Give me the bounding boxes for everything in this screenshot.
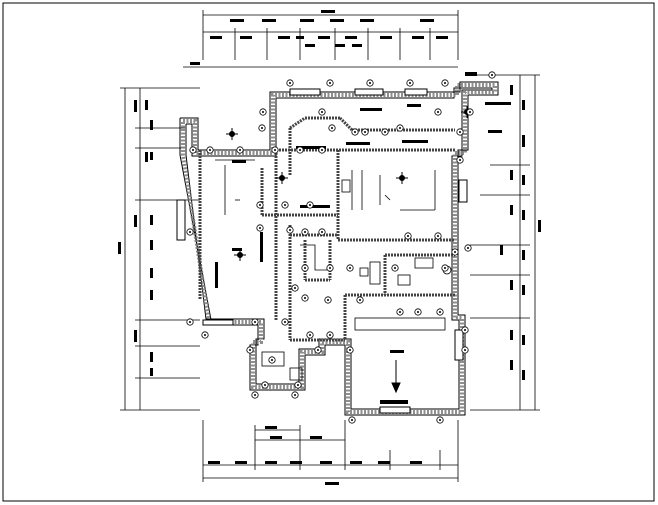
axis-bubble-dot [189, 231, 191, 233]
left-dimension-chain [120, 87, 200, 411]
axis-bubble-dot [467, 247, 469, 249]
fixture-fills [215, 102, 511, 404]
axis-bubble-dot [249, 349, 251, 351]
axis-bubble-dot [192, 149, 194, 151]
axis-bubble-dot [321, 149, 323, 151]
axis-bubble-dot [354, 131, 356, 133]
axis-bubble-dot [271, 359, 273, 361]
right-dimension-labels [500, 85, 541, 380]
axis-bubble-dot [209, 149, 211, 151]
bottom-dimension-labels [208, 426, 422, 485]
axis-bubble-dot [417, 311, 419, 313]
axis-bubble-dot [437, 111, 439, 113]
axis-bubble-dot [289, 82, 291, 84]
axis-bubble-dot [297, 384, 299, 386]
axis-bubble-dot [304, 231, 306, 233]
axis-bubble-dot [329, 267, 331, 269]
axis-bubble-dot [309, 204, 311, 206]
axis-bubble-dot [259, 204, 261, 206]
bottom-dimension-chain [202, 420, 459, 482]
right-dimension-chain [470, 74, 540, 411]
wall-fill-hatch [181, 83, 497, 414]
axis-bubble-dot [459, 159, 461, 161]
axis-bubble-dot [464, 349, 466, 351]
axis-bubble-dot [254, 321, 256, 323]
left-dimension-labels [118, 100, 153, 376]
axis-bubble-dot [384, 131, 386, 133]
windows [176, 88, 468, 414]
axis-bubble-dot [274, 149, 276, 151]
axis-bubble-dot [254, 394, 256, 396]
axis-bubble-dot [331, 127, 333, 129]
axis-bubble-dot [407, 235, 409, 237]
axis-bubble-dot [189, 321, 191, 323]
axis-bubble-dot [359, 299, 361, 301]
top-dimension-labels [190, 10, 477, 76]
axis-bubble-dot [399, 127, 401, 129]
axis-bubble-dot [284, 204, 286, 206]
axis-bubble-dot [204, 334, 206, 336]
axis-bubble-dot [491, 74, 493, 76]
axis-bubble-dot [329, 82, 331, 84]
axis-bubble-dot [369, 82, 371, 84]
axis-bubble-dot [464, 329, 466, 331]
axis-bubble-dot [321, 231, 323, 233]
axis-bubble-dot [309, 334, 311, 336]
axis-bubble-dot [239, 149, 241, 151]
axis-bubble-dot [262, 111, 264, 113]
axis-bubble-dot [304, 267, 306, 269]
axis-bubble-dot [304, 297, 306, 299]
axis-bubble-dot [261, 127, 263, 129]
axis-bubble-dot [264, 384, 266, 386]
axis-bubble-dot [321, 111, 323, 113]
axis-bubble-dot [364, 131, 366, 133]
axis-bubble-dot [289, 229, 291, 231]
axis-bubble-dot [444, 82, 446, 84]
axis-bubble-dot [299, 149, 301, 151]
axis-bubble-dot [439, 311, 441, 313]
axis-bubble-dot [459, 131, 461, 133]
exterior-walls [179, 81, 499, 416]
axis-bubble-dot [329, 334, 331, 336]
fixtures [215, 159, 452, 381]
axis-bubble-dot [259, 227, 261, 229]
axis-bubble-dot [294, 394, 296, 396]
axis-bubble-dot [284, 321, 286, 323]
axis-bubble-dot [444, 267, 446, 269]
axis-bubble-dot [351, 419, 353, 421]
axis-bubble-dot [469, 111, 471, 113]
axis-bubble-dot [409, 82, 411, 84]
top-dimension-chain [183, 10, 459, 68]
axis-bubble-dot [349, 349, 351, 351]
axis-bubble-dot [394, 267, 396, 269]
axis-bubble-dot [399, 311, 401, 313]
axis-bubble-dot [454, 251, 456, 253]
axis-bubble-dot [327, 299, 329, 301]
axis-bubble-dot [439, 419, 441, 421]
axis-bubbles [186, 71, 496, 424]
axis-bubble-dot [349, 267, 351, 269]
axis-bubble-dot [317, 349, 319, 351]
garage-arrow [391, 360, 401, 394]
axis-bubble-dot [437, 235, 439, 237]
axis-bubble-dot [294, 287, 296, 289]
